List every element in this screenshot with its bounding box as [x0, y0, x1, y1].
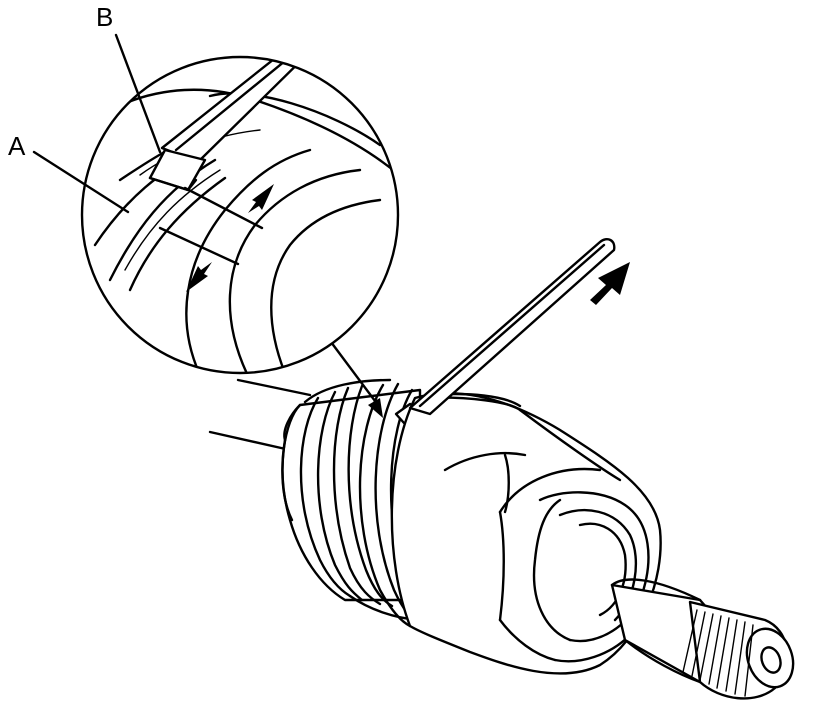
callout-b: B: [96, 2, 162, 154]
detail-circle-outline: [80, 55, 400, 375]
label-b: B: [96, 2, 113, 32]
stub-axle: [610, 578, 795, 700]
detail-leader: [326, 336, 383, 418]
magnified-detail-view: [80, 55, 400, 375]
spline-teeth: [682, 609, 754, 697]
driveshaft-assembly: [208, 238, 795, 700]
driveshaft: [208, 378, 312, 452]
pull-direction-arrow: [590, 262, 630, 305]
callout-a: A: [8, 131, 130, 214]
cv-joint-housing: [390, 392, 662, 675]
label-a: A: [8, 131, 26, 161]
band-strap: [408, 238, 616, 416]
